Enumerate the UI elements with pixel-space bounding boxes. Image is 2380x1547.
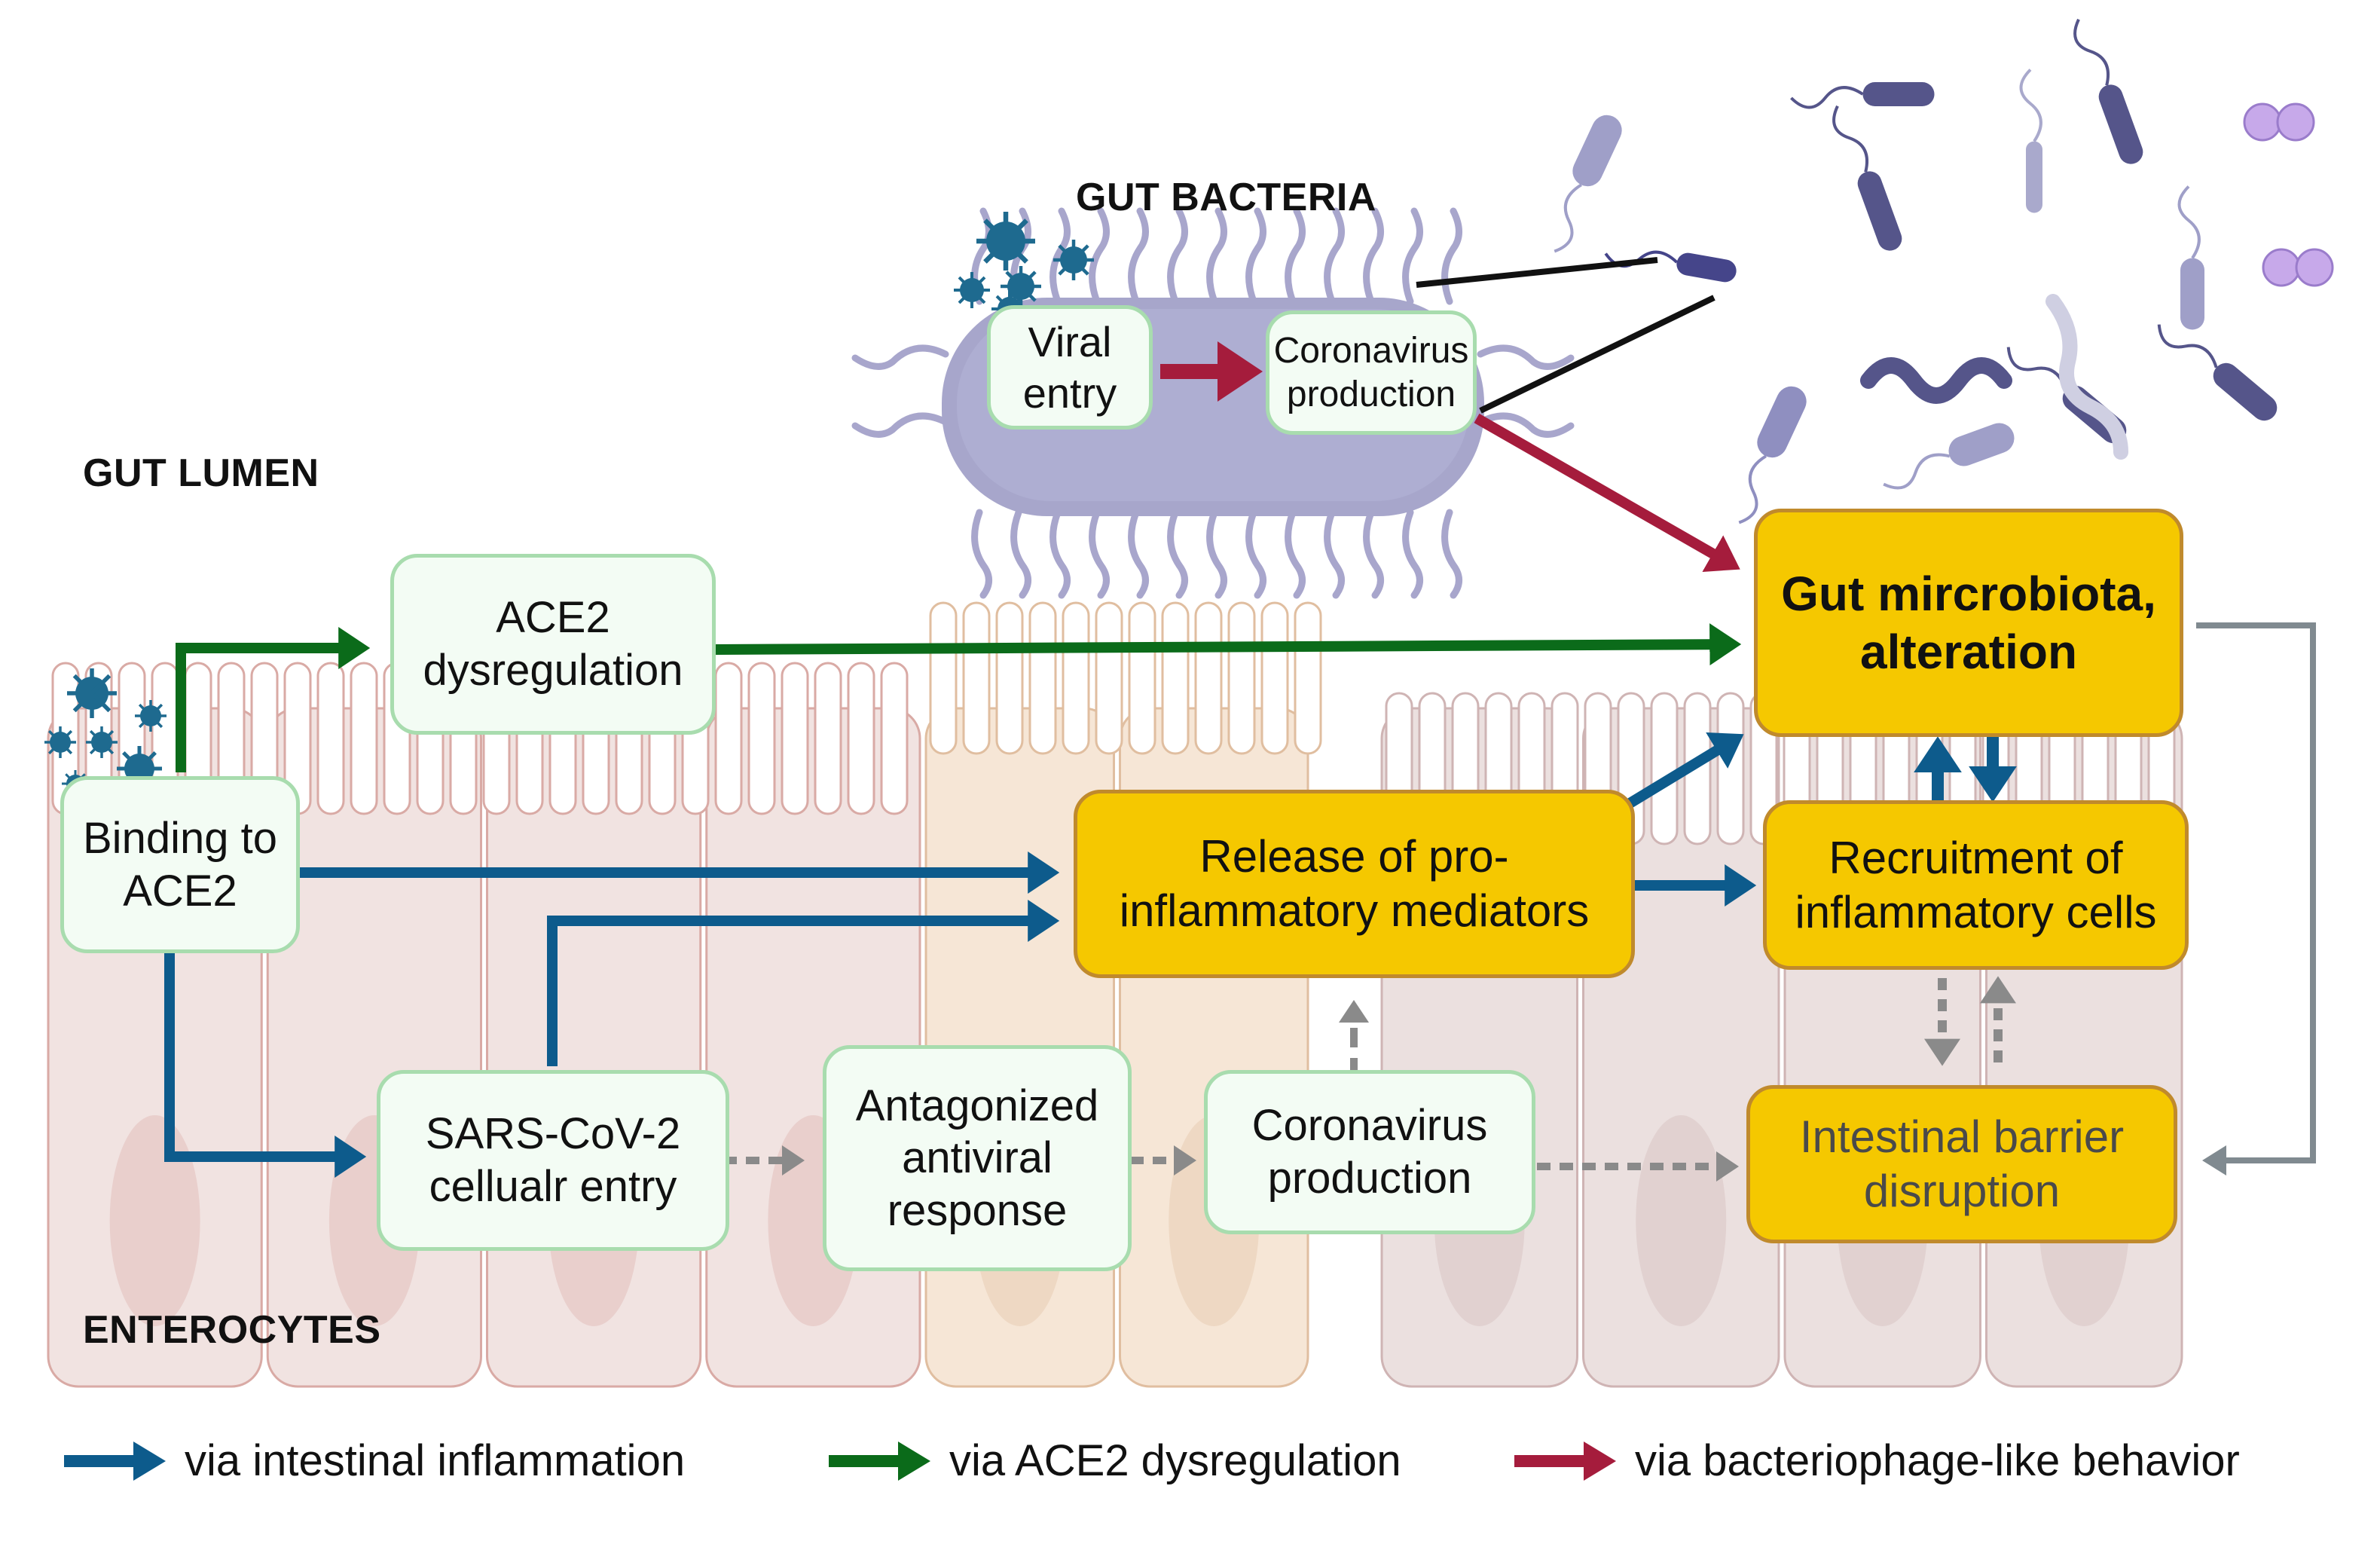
node-recruitment-inflammatory-cells: Recruitment of inflammatory cells (1763, 800, 2189, 970)
arrow-binding-to-ace2dys (176, 627, 371, 772)
blue-arrow-icon (64, 1441, 166, 1481)
zoom-connector-lines (1416, 257, 1715, 414)
label-gut-lumen: GUT LUMEN (83, 451, 319, 495)
spirochete-icon (1860, 357, 2012, 404)
bacterium-icon (1883, 423, 2015, 490)
legend-item-inflammation: via intestinal inflammation (64, 1435, 685, 1486)
bacterium-icon (2019, 69, 2042, 213)
bacterium-icon (1738, 386, 1807, 524)
coccus-icon (2262, 248, 2334, 287)
node-intestinal-barrier-disruption: Intestinal barrier disruption (1746, 1085, 2177, 1243)
coccus-icon (2243, 102, 2315, 142)
legend-item-ace2: via ACE2 dysregulation (829, 1435, 1401, 1486)
legend: via intestinal inflammation via ACE2 dys… (0, 1435, 2380, 1496)
node-binding-to-ace2: Binding to ACE2 (60, 776, 300, 953)
label-gut-bacteria: GUT BACTERIA (1076, 176, 1376, 219)
bacterium-icon (2177, 185, 2204, 330)
legend-label: via intestinal inflammation (185, 1436, 686, 1485)
arrow-sars-to-release (547, 900, 1060, 1066)
arrow-bacteria-to-microbiota (1474, 413, 1740, 572)
node-gut-microbiota-alteration: Gut mircrobiota, alteration (1754, 509, 2183, 737)
spirochete-icon (2045, 294, 2128, 460)
node-viral-entry: Viral entry (987, 305, 1153, 430)
node-antagonized-antiviral-response: Antagonized antiviral response (823, 1045, 1132, 1271)
bacterium-icon (2157, 324, 2278, 421)
label-enterocytes: ENTEROCYTES (83, 1308, 381, 1352)
bacterium-icon (1790, 82, 1935, 109)
node-coronavirus-production: Coronavirus production (1204, 1070, 1535, 1234)
bacterium-icon (2073, 18, 2143, 164)
node-ace2-dysregulation: ACE2 dysregulation (390, 554, 716, 735)
legend-label: via ACE2 dysregulation (949, 1436, 1401, 1485)
microbiota-cluster (1554, 18, 2334, 524)
arrow-release-to-microbiota (1624, 732, 1744, 809)
bacterium-icon (1832, 105, 1902, 251)
pathway-arrows (164, 341, 2316, 1182)
bacterium-icon (1554, 115, 1622, 253)
node-coronavirus-production-bacteria: Coronavirus production (1266, 310, 1477, 435)
arrow-ace2dys-to-microbiota (715, 623, 1742, 666)
arrow-binding-to-sars (164, 953, 367, 1178)
arrow-microbiota-to-barrier-feedback (2196, 622, 2316, 1176)
legend-item-bacteriophage: via bacteriophage-like behavior (1514, 1435, 2240, 1486)
node-sars-cov2-entry: SARS-CoV-2 cellualr entry (377, 1070, 729, 1251)
legend-label: via bacteriophage-like behavior (1635, 1436, 2240, 1485)
node-release-pro-inflammatory-mediators: Release of pro- inflammatory mediators (1074, 790, 1635, 978)
green-arrow-icon (829, 1441, 930, 1481)
red-arrow-icon (1514, 1441, 1616, 1481)
